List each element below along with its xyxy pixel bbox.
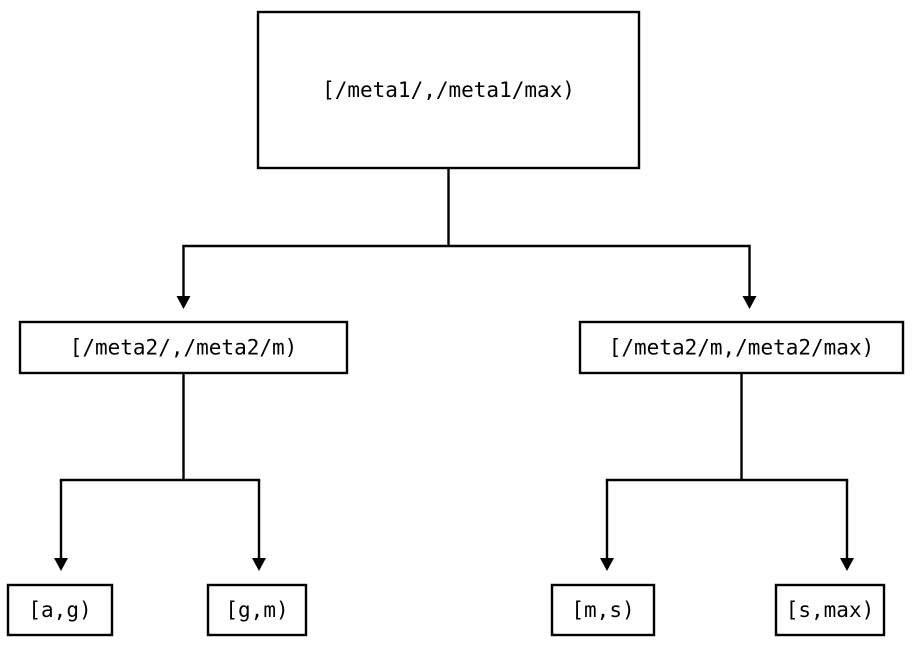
node-level2-left-box[interactable] [18, 320, 349, 375]
edge-group-right [600, 373, 854, 571]
node-leaf-g-m-box[interactable] [206, 583, 308, 637]
arrowhead-root-to-left [176, 296, 191, 309]
node-leaf-s-max-label: [s,max) [786, 598, 875, 622]
node-leaf-g-m-label: [g,m) [225, 598, 288, 622]
arrowhead-right-to-smax [840, 558, 854, 571]
node-leaf-m-s-box[interactable] [550, 583, 656, 637]
node-level2-left-label: [/meta2/,/meta2/m) [70, 336, 298, 360]
node-root[interactable]: [/meta1/,/meta1/max) [256, 10, 641, 170]
arrowhead-left-to-gm [252, 558, 266, 571]
node-leaf-a-g-box[interactable] [6, 583, 114, 637]
node-leaf-a-g-label: [a,g) [28, 598, 91, 622]
edge-group-left [54, 373, 266, 571]
arrowhead-root-to-right [742, 296, 757, 309]
node-leaf-s-max-box[interactable] [774, 583, 886, 637]
node-level2-left[interactable]: [/meta2/,/meta2/m) [18, 320, 349, 375]
node-level2-right[interactable]: [/meta2/m,/meta2/max) [578, 320, 905, 375]
edge-group-root [176, 168, 757, 309]
node-leaf-a-g[interactable]: [a,g) [6, 583, 114, 637]
node-level2-right-label: [/meta2/m,/meta2/max) [609, 336, 875, 360]
arrowhead-left-to-ag [54, 558, 68, 571]
node-leaf-m-s[interactable]: [m,s) [550, 583, 656, 637]
node-root-box[interactable] [256, 10, 641, 170]
node-leaf-m-s-label: [m,s) [571, 598, 634, 622]
node-leaf-g-m[interactable]: [g,m) [206, 583, 308, 637]
node-leaf-s-max[interactable]: [s,max) [774, 583, 886, 637]
node-root-label: [/meta1/,/meta1/max) [322, 78, 575, 102]
arrowhead-right-to-ms [600, 558, 614, 571]
node-level2-right-box[interactable] [578, 320, 905, 375]
